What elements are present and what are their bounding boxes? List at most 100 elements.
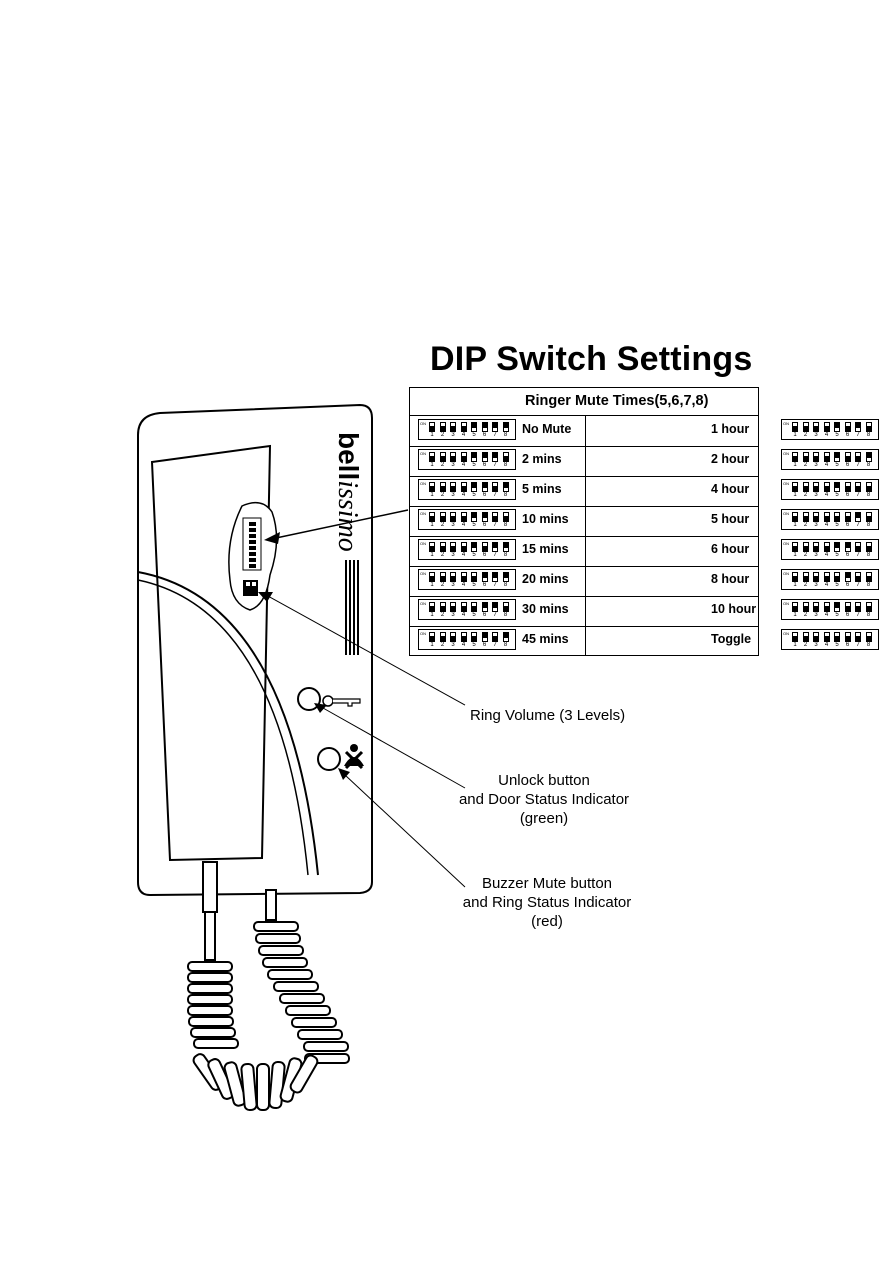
switch-number: 5 bbox=[835, 492, 839, 498]
on-label: ON bbox=[783, 511, 789, 516]
switch-number: 8 bbox=[866, 432, 871, 438]
dip-switch-2 bbox=[802, 512, 809, 522]
switch-number: 7 bbox=[493, 612, 497, 618]
brand-italic: issimo bbox=[332, 480, 363, 552]
switch-number: 8 bbox=[866, 582, 871, 588]
dip-switch-3 bbox=[813, 452, 819, 462]
dip-switch-4 bbox=[460, 422, 467, 432]
unlock-callout-line2: and Door Status Indicator bbox=[458, 791, 630, 808]
dip-switch-4 bbox=[460, 542, 467, 552]
switch-number: 6 bbox=[845, 432, 850, 438]
switch-number: 5 bbox=[472, 612, 476, 618]
switch-number: 3 bbox=[451, 552, 455, 558]
key-icon bbox=[322, 695, 361, 707]
switch-number: 2 bbox=[803, 462, 808, 468]
dip-switch-3 bbox=[450, 482, 456, 492]
buzzer-callout: Buzzer Mute button and Ring Status Indic… bbox=[452, 874, 642, 931]
row-divider bbox=[410, 506, 758, 507]
switch-number: 1 bbox=[793, 552, 797, 558]
dip-switch-7 bbox=[492, 602, 498, 612]
dip-switch-2 bbox=[439, 542, 446, 552]
dip-switch-5 bbox=[471, 542, 477, 552]
switch-number: 4 bbox=[824, 522, 829, 528]
dip-switch-8 bbox=[865, 602, 872, 612]
switch-number: 2 bbox=[440, 432, 445, 438]
dip-switch-5 bbox=[471, 452, 477, 462]
dip-switch-1 bbox=[792, 572, 798, 582]
switch-number: 6 bbox=[845, 552, 850, 558]
dip-switch-1 bbox=[429, 632, 435, 642]
switch-number: 6 bbox=[845, 582, 850, 588]
switch-number: 2 bbox=[803, 552, 808, 558]
row-divider bbox=[410, 626, 758, 627]
switch-number: 4 bbox=[824, 462, 829, 468]
mute-time-label: 10 hour bbox=[711, 602, 757, 616]
switch-number: 1 bbox=[430, 522, 434, 528]
dip-switch-1 bbox=[792, 482, 798, 492]
dip-switch-8 bbox=[502, 572, 509, 582]
dip-switch-1 bbox=[429, 422, 435, 432]
dip-switch-5 bbox=[471, 602, 477, 612]
switch-number: 8 bbox=[866, 642, 871, 648]
switch-number: 6 bbox=[845, 462, 850, 468]
dip-switch-3 bbox=[813, 572, 819, 582]
switch-number: 2 bbox=[440, 612, 445, 618]
switch-number: 5 bbox=[835, 432, 839, 438]
switch-number: 3 bbox=[451, 612, 455, 618]
switch-number: 8 bbox=[503, 432, 508, 438]
dip-switch-2 bbox=[439, 572, 446, 582]
switch-number: 6 bbox=[845, 642, 850, 648]
brand-bold: bell bbox=[333, 432, 364, 481]
switch-number: 4 bbox=[461, 462, 466, 468]
dip-switch-4 bbox=[823, 482, 830, 492]
row-divider bbox=[410, 566, 758, 567]
dip-switch-3 bbox=[813, 632, 819, 642]
row-divider bbox=[410, 536, 758, 537]
dip-switch-3 bbox=[450, 512, 456, 522]
dip-switch-8 bbox=[865, 452, 872, 462]
switch-number: 3 bbox=[451, 462, 455, 468]
switch-number: 5 bbox=[472, 492, 476, 498]
switch-number: 7 bbox=[856, 642, 860, 648]
switch-number: 6 bbox=[845, 492, 850, 498]
switch-number: 5 bbox=[835, 552, 839, 558]
dip-switch-3 bbox=[450, 632, 456, 642]
switch-number: 4 bbox=[461, 522, 466, 528]
dip-switch-5 bbox=[834, 632, 840, 642]
table-header: Ringer Mute Times(5,6,7,8) bbox=[410, 388, 758, 416]
on-label: ON bbox=[420, 571, 426, 576]
mute-time-label: 8 hour bbox=[711, 572, 750, 586]
dip-switch-7 bbox=[855, 572, 861, 582]
switch-number: 1 bbox=[793, 522, 797, 528]
mute-time-label: 15 mins bbox=[522, 542, 569, 556]
dip-switch-6 bbox=[844, 452, 851, 462]
switch-number: 4 bbox=[824, 582, 829, 588]
switch-number: 1 bbox=[430, 492, 434, 498]
switch-number: 8 bbox=[503, 612, 508, 618]
dip-switch-1 bbox=[429, 452, 435, 462]
switch-number: 6 bbox=[482, 462, 487, 468]
buzzer-arrow bbox=[338, 768, 350, 780]
page-title: DIP Switch Settings bbox=[430, 340, 753, 378]
switch-number: 6 bbox=[482, 432, 487, 438]
on-label: ON bbox=[420, 631, 426, 636]
mute-time-label: 30 mins bbox=[522, 602, 569, 616]
switch-number: 1 bbox=[793, 432, 797, 438]
dip-switch-4 bbox=[823, 452, 830, 462]
dip-switch-5 bbox=[834, 452, 840, 462]
switch-number: 3 bbox=[814, 552, 818, 558]
dip-switch-5 bbox=[834, 512, 840, 522]
dip-switch-6 bbox=[481, 452, 488, 462]
dip-switch-5 bbox=[834, 422, 840, 432]
dip-leader-line bbox=[275, 509, 409, 539]
switch-number: 7 bbox=[856, 582, 860, 588]
